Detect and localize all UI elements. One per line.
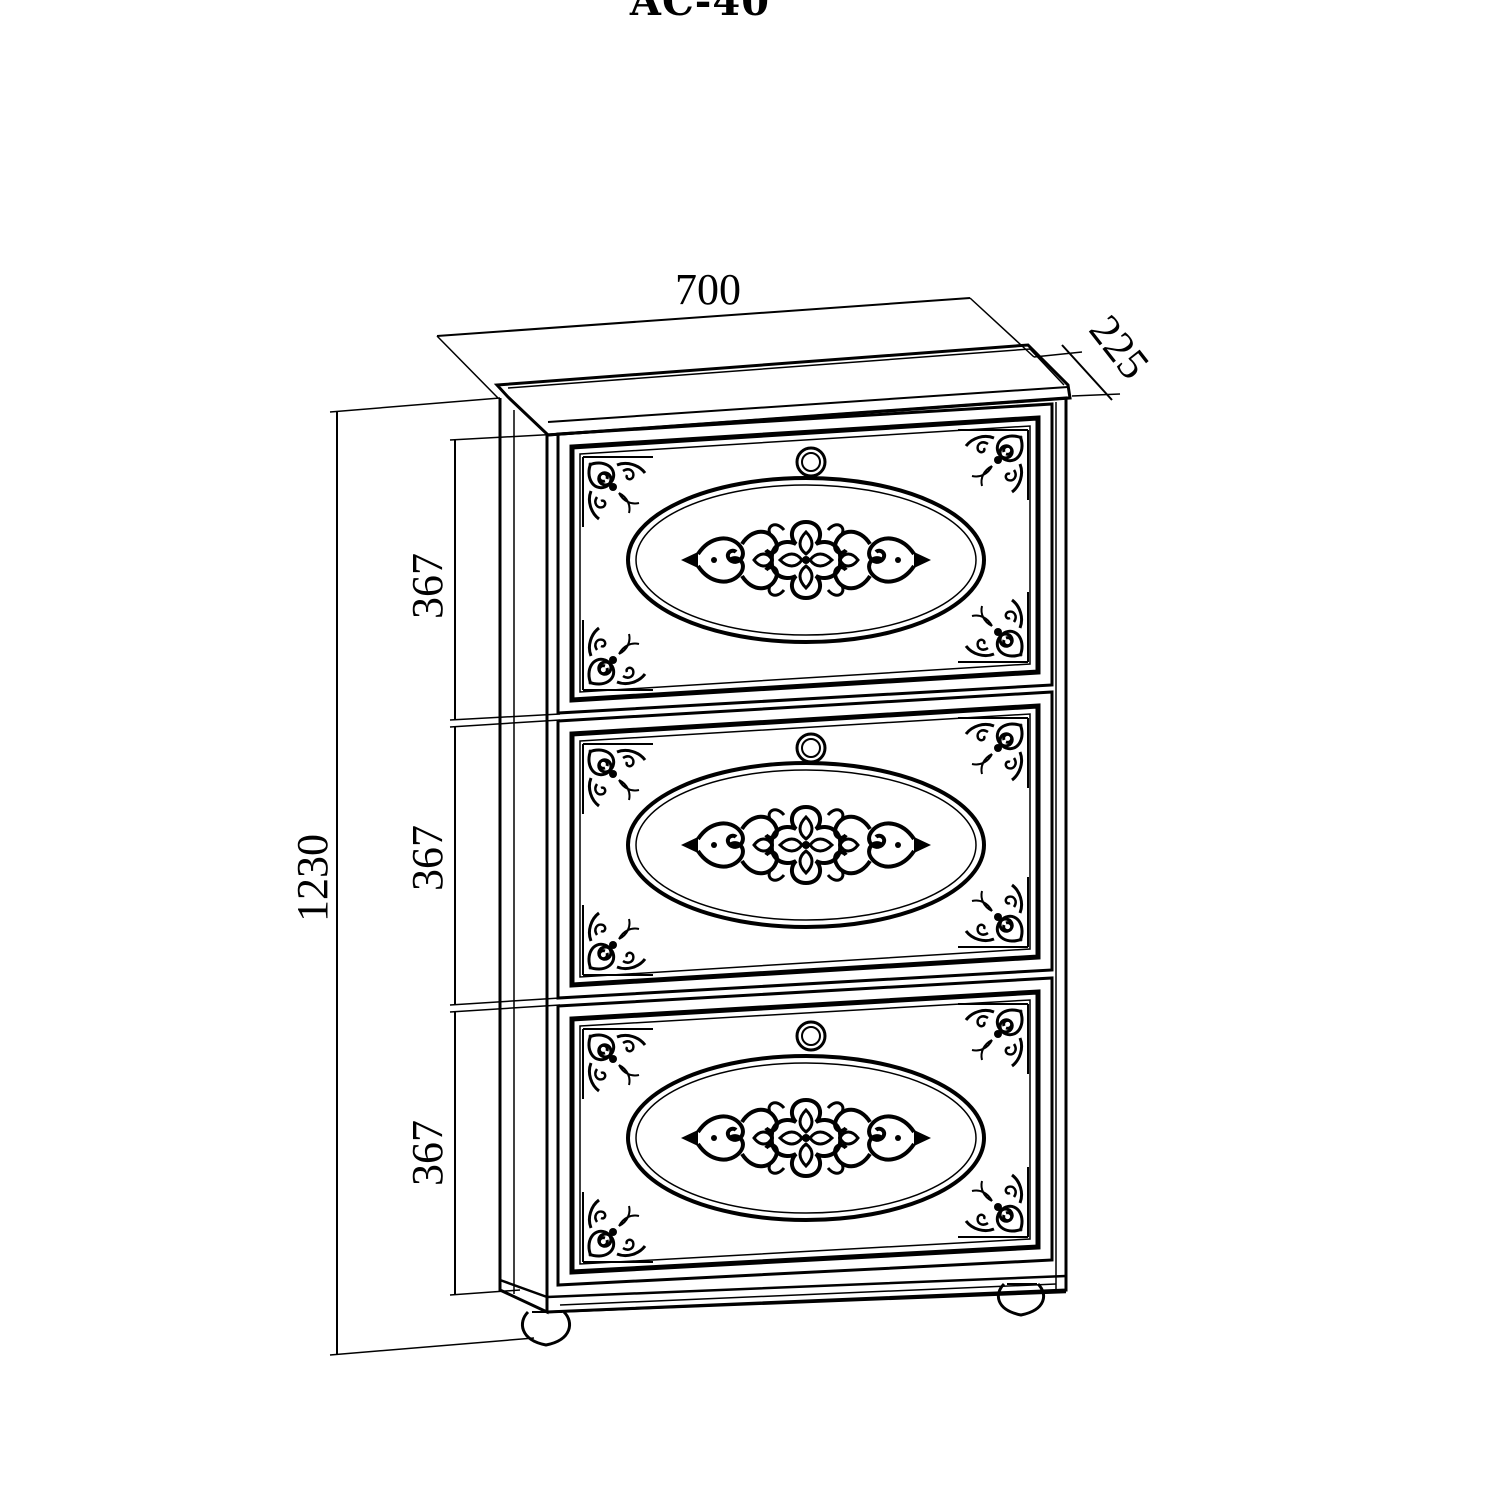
depth-label: 225 xyxy=(1080,306,1159,388)
width-label: 700 xyxy=(675,265,741,314)
drawer-3-handle-icon xyxy=(795,1020,827,1052)
drawer-front-1 xyxy=(556,402,1054,715)
model-title: AC-40 xyxy=(629,0,771,25)
drawer-2-height-label: 367 xyxy=(403,825,452,891)
drawer-2-handle-icon xyxy=(795,732,827,764)
cabinet-body xyxy=(493,343,1072,1315)
drawer-front-2 xyxy=(556,690,1054,1000)
height-label: 1230 xyxy=(288,834,337,922)
drawer-1-height-label: 367 xyxy=(403,553,452,619)
drawer-1-handle-icon xyxy=(795,446,827,478)
drawer-front-3 xyxy=(556,976,1054,1287)
cabinet-feet xyxy=(520,1282,1046,1347)
dimension-lines xyxy=(329,297,1121,1356)
drawer-3-height-label: 367 xyxy=(403,1120,452,1186)
